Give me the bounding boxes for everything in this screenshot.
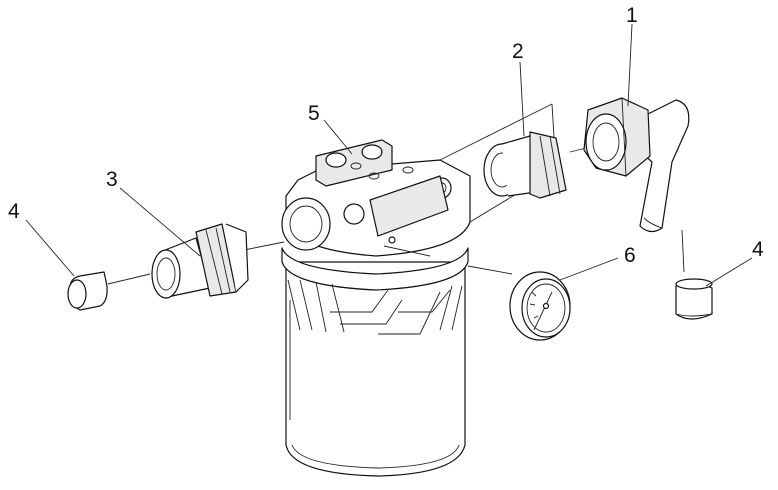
threaded-adapter	[151, 223, 249, 299]
plug-cap-right	[675, 278, 713, 320]
pressure-gauge	[509, 271, 571, 341]
callout-labels: 1 2 3 4 4 5 6	[8, 4, 764, 267]
callout-4-right: 4	[752, 238, 764, 261]
callout-4-left: 4	[8, 200, 20, 223]
canister-rib-pattern	[287, 279, 463, 335]
callout-leaders	[25, 23, 753, 287]
plug-cap-left	[67, 271, 108, 311]
callout-2: 2	[512, 40, 524, 63]
union-fitting	[483, 131, 567, 199]
assembly-axis-lines	[107, 147, 685, 285]
elbow-fitting-with-nut	[583, 97, 690, 233]
callout-1: 1	[626, 4, 638, 27]
callout-3: 3	[106, 168, 118, 191]
callout-5: 5	[308, 102, 320, 125]
callout-6: 6	[624, 244, 636, 267]
filter-housing	[281, 139, 471, 477]
